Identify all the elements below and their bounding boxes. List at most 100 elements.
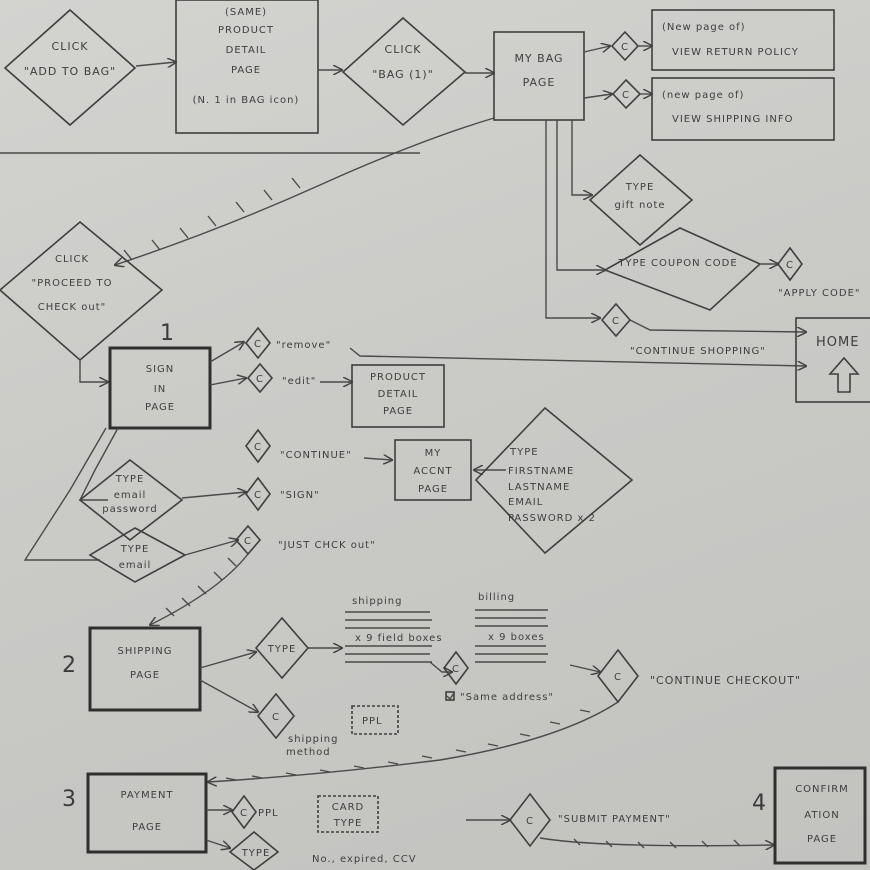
- email-password-line-3: password: [102, 504, 157, 515]
- arrow-remove-to-home: [349, 347, 806, 366]
- shipping-page-line-1: SHIPPING: [117, 646, 172, 657]
- same-address-checkbox: [445, 691, 455, 701]
- card-fields-label: No., expired, CCV: [312, 854, 417, 865]
- svg-text:C: C: [254, 339, 262, 350]
- edit-label: "edit": [282, 376, 316, 387]
- product-detail-top-line-1: (SAME): [225, 7, 267, 18]
- my-bag-line-1: MY BAG: [514, 52, 563, 65]
- c-diamond-return-policy: C: [610, 30, 640, 62]
- email-password-line-2: email: [114, 490, 147, 501]
- ppl-top-box: [351, 705, 399, 735]
- submit-payment-label: "SUBMIT PAYMENT": [558, 814, 671, 825]
- my-accnt-line-1: MY: [425, 448, 442, 459]
- account-fields-line-1: TYPE: [509, 447, 539, 458]
- type-gift-note-diamond: TYPE gift note: [588, 153, 694, 247]
- sign-in-line-3: PAGE: [145, 402, 175, 413]
- type-shipping-label: TYPE: [267, 644, 297, 655]
- product-detail-line-2: DETAIL: [378, 389, 419, 400]
- step-4-number: 4: [752, 791, 766, 816]
- coupon-code-label: TYPE COUPON CODE: [617, 258, 737, 269]
- svg-text:C: C: [240, 808, 248, 819]
- proceed-line-2: "PROCEED TO: [32, 278, 113, 289]
- ppl-top-label: PPL: [362, 716, 383, 727]
- payment-page-line-2: PAGE: [132, 822, 162, 833]
- line-to-continue-shopping: [545, 120, 600, 318]
- sign-in-line-1: SIGN: [146, 364, 175, 375]
- svg-text:C: C: [272, 712, 280, 723]
- type-email-line-1: TYPE: [120, 544, 150, 555]
- c-diamond-shipping-method: C: [256, 692, 296, 740]
- type-coupon-code-diamond: TYPE COUPON CODE: [603, 227, 762, 311]
- card-type-line-1: CARD: [332, 802, 364, 813]
- c-diamond-edit: C: [246, 362, 274, 394]
- product-detail-top-box: (SAME) PRODUCT DETAIL PAGE (N. 1 in BAG …: [175, 0, 319, 134]
- shipping-fields-sketch: shipping x 9 field boxes: [345, 596, 443, 663]
- c-diamond-sign: C: [245, 476, 271, 512]
- step-1-number: 1: [160, 321, 174, 346]
- type-account-fields-diamond: TYPE FIRSTNAME LASTNAME EMAIL PASSWORD x…: [474, 406, 634, 555]
- account-fields-line-2: FIRSTNAME: [508, 466, 574, 477]
- line-to-gift-note: [571, 120, 592, 195]
- shipping-method-line-2: method: [286, 747, 331, 758]
- c-diamond-submit-payment: C: [508, 792, 552, 848]
- product-detail-top-line-3: DETAIL: [226, 45, 267, 56]
- continue-label: "CONTINUE": [280, 450, 352, 461]
- confirmation-line-1: CONFIRM: [795, 784, 849, 795]
- line-to-coupon: [556, 120, 605, 270]
- click-bag-line-2: "BAG (1)": [372, 68, 434, 81]
- same-address-label: "Same address": [460, 692, 554, 703]
- arrow-to-proceed: [115, 117, 495, 265]
- svg-text:C: C: [244, 536, 252, 547]
- shipping-fields-count: x 9 field boxes: [355, 633, 443, 644]
- click-bag-line-1: CLICK: [385, 43, 422, 56]
- shipping-page-box: SHIPPING PAGE: [88, 626, 202, 712]
- continue-shopping-label: "CONTINUE SHOPPING": [630, 346, 766, 357]
- type-email-line-2: email: [119, 560, 152, 571]
- payment-page-box: PAYMENT PAGE: [86, 772, 208, 854]
- shipping-fields-label: shipping: [352, 596, 403, 607]
- my-bag-line-2: PAGE: [523, 76, 556, 89]
- c-diamond-continue-shopping: C: [600, 302, 632, 338]
- c-diamond-apply-code: C: [777, 246, 803, 282]
- home-box: HOME: [795, 317, 870, 403]
- step-3-number: 3: [62, 787, 76, 812]
- svg-text:C: C: [452, 664, 460, 675]
- my-bag-page-box: MY BAG PAGE: [493, 31, 585, 121]
- just-checkout-label: "JUST CHCK out": [278, 540, 376, 551]
- svg-text:C: C: [256, 374, 264, 385]
- arrow-to-product-detail-top: [135, 62, 176, 66]
- svg-text:C: C: [254, 490, 262, 501]
- type-email-diamond: TYPE email: [88, 527, 187, 583]
- product-detail-line-3: PAGE: [383, 406, 413, 417]
- account-fields-line-4: EMAIL: [508, 497, 543, 508]
- gift-note-line-2: gift note: [614, 200, 665, 211]
- view-shipping-info-line-2: VIEW SHIPPING INFO: [672, 114, 793, 125]
- c-diamond-shipping-info: C: [611, 78, 642, 110]
- billing-fields-count: x 9 boxes: [488, 632, 545, 643]
- c-diamond-ppl: C: [231, 794, 257, 830]
- click-add-to-bag-line-2: "ADD TO BAG": [24, 65, 116, 78]
- product-detail-top-line-2: PRODUCT: [218, 25, 274, 36]
- email-password-line-1: TYPE: [115, 474, 145, 485]
- confirmation-page-box: CONFIRM ATION PAGE: [773, 766, 867, 865]
- payment-page-line-1: PAYMENT: [120, 790, 173, 801]
- svg-text:C: C: [614, 672, 622, 683]
- svg-text:C: C: [621, 42, 629, 53]
- click-proceed-diamond: CLICK "PROCEED TO CHECK out": [0, 220, 164, 362]
- click-add-to-bag-line-1: CLICK: [52, 40, 89, 53]
- continue-checkout-label: "CONTINUE CHECKOUT": [650, 674, 801, 687]
- shipping-method-line-1: shipping: [288, 734, 339, 745]
- view-return-policy-line-1: (New page of): [662, 22, 746, 33]
- ppl-option-label: PPL: [258, 808, 279, 819]
- svg-text:C: C: [254, 442, 262, 453]
- billing-fields-sketch: billing x 9 boxes: [475, 592, 548, 663]
- sign-in-page-box: SIGN IN PAGE: [108, 346, 212, 430]
- proceed-line-3: CHECK out": [38, 302, 107, 313]
- type-shipping-diamond: TYPE: [254, 616, 310, 680]
- view-shipping-info-line-1: (new page of): [662, 90, 744, 101]
- home-arrow-icon: [828, 356, 860, 393]
- view-shipping-info-box: (new page of) VIEW SHIPPING INFO: [651, 77, 835, 141]
- click-add-to-bag-diamond: CLICK "ADD TO BAG": [3, 8, 137, 127]
